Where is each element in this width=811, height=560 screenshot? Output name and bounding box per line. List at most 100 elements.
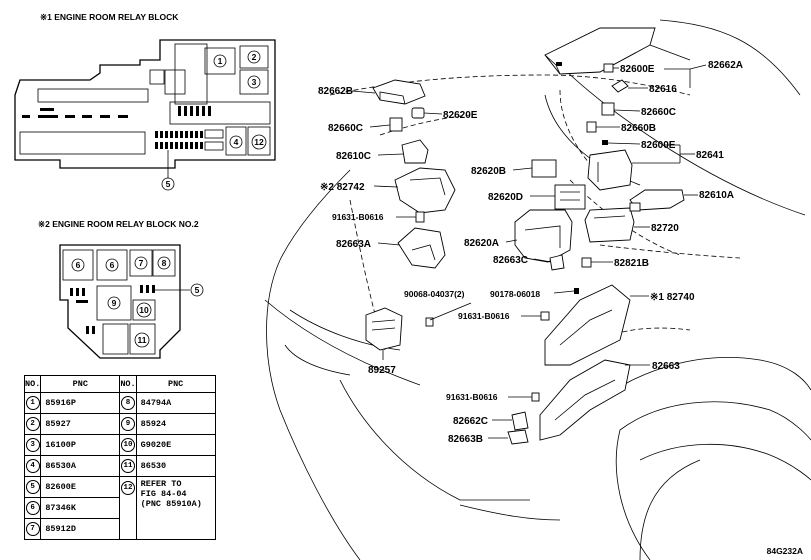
label-82742: ※2 82742 [320, 182, 365, 193]
svg-text:6: 6 [110, 260, 115, 270]
part-82641 [587, 149, 633, 191]
label-82610A: 82610A [699, 190, 734, 201]
label-82620E: 82620E [443, 110, 478, 121]
label-82620A: 82620A [464, 238, 499, 249]
part-82740 [544, 284, 631, 366]
relay2-slot-9: 9 [107, 296, 121, 310]
svg-text:12: 12 [254, 137, 264, 147]
label-82663C: 82663C [493, 255, 528, 266]
part-82720 [584, 207, 635, 243]
label-82610C: 82610C [336, 151, 371, 162]
relay-slot-5-callout: 5 [161, 177, 175, 191]
relay2-slot-7: 7 [134, 256, 148, 270]
table-row: 1 85916P 8 84794A [23, 392, 216, 414]
svg-text:11: 11 [138, 335, 147, 345]
part-82620B [531, 159, 557, 178]
part-82821B [581, 257, 592, 268]
relay2-slot-5-callout: 5 [190, 283, 204, 297]
pnc-table-header: NO. PNC NO. PNC [23, 375, 216, 393]
label-82663A: 82663A [336, 239, 371, 250]
label-82641: 82641 [696, 150, 724, 161]
part-91631-bolt-2 [540, 311, 550, 321]
relay2-slot-8: 8 [157, 256, 171, 270]
part-82616 [611, 79, 629, 93]
label-82660C-left: 82660C [328, 123, 363, 134]
svg-text:3: 3 [252, 77, 257, 87]
relay-block-1-outline [14, 39, 276, 178]
label-82600E-a: 82600E [620, 64, 655, 75]
part-91631-bolt-3 [531, 392, 540, 402]
label-91631-2: 91631-B0616 [458, 311, 510, 321]
label-90178: 90178-06018 [490, 289, 540, 299]
label-82720: 82720 [651, 223, 679, 234]
svg-text:7: 7 [139, 258, 144, 268]
part-90068-bolt [425, 317, 434, 327]
svg-text:1: 1 [218, 56, 223, 66]
table-row: 7 85912D [23, 518, 216, 540]
part-82600E-b [602, 140, 608, 145]
relay2-slot-6b: 6 [105, 258, 119, 272]
label-91631-1: 91631-B0616 [332, 212, 384, 222]
pnc-table: NO. PNC NO. PNC 1 85916P 8 84794A 2 8592… [23, 375, 216, 540]
relay-block-2-title: ※2 ENGINE ROOM RELAY BLOCK NO.2 [38, 219, 199, 229]
table-row: 3 16100P 10 G9020E [23, 434, 216, 456]
part-82620D [554, 184, 586, 210]
part-82662C [511, 411, 529, 431]
part-82620A [514, 209, 573, 263]
part-90178-bolt [574, 288, 579, 294]
label-82620D: 82620D [488, 192, 523, 203]
part-82600E-a [603, 63, 614, 73]
table-row: 5 82600E 12 REFER TO FIG 84-04 (PNC 8591… [23, 476, 216, 540]
label-82662A: 82662A [708, 60, 743, 71]
label-82663: 82663 [652, 361, 680, 372]
label-91631-3: 91631-B0616 [446, 392, 498, 402]
relay2-slot-11: 11 [134, 332, 150, 348]
part-82742 [394, 167, 456, 214]
part-82660C-left [389, 117, 403, 132]
label-82660C-right: 82660C [641, 107, 676, 118]
relay-slot-12: 12 [251, 134, 267, 150]
relay-slot-3: 3 [247, 75, 261, 89]
part-82662B [372, 79, 426, 105]
diagram-code: 84G232A [766, 546, 803, 556]
svg-text:9: 9 [112, 298, 117, 308]
label-82821B: 82821B [614, 258, 649, 269]
table-row: 4 86530A 11 86530 [23, 455, 216, 477]
part-82663 [539, 359, 631, 441]
part-82620E [411, 107, 425, 119]
relay-slot-4: 4 [229, 135, 243, 149]
part-89257 [365, 307, 403, 351]
part-82663C [549, 254, 565, 271]
label-82660B: 82660B [621, 123, 656, 134]
svg-text:4: 4 [234, 137, 239, 147]
leader-lines [351, 44, 707, 439]
part-labels: 82662B 82620E 82660C 82610C ※2 82742 916… [318, 60, 743, 445]
relay-block-2-outline [59, 244, 190, 359]
relay-slot-1: 1 [213, 54, 227, 68]
relay2-slot-10: 10 [136, 302, 152, 318]
part-82610A [629, 189, 685, 212]
label-82616: 82616 [649, 84, 677, 95]
part-82610C [401, 139, 429, 164]
label-82662C: 82662C [453, 416, 488, 427]
svg-text:8: 8 [162, 258, 167, 268]
label-90068: 90068-04037(2) [404, 289, 465, 299]
table-row: 2 85927 9 85924 [23, 413, 216, 435]
svg-text:5: 5 [166, 179, 171, 189]
label-82620B: 82620B [471, 166, 506, 177]
label-82600E-b: 82600E [641, 140, 676, 151]
part-82663A [397, 227, 446, 269]
svg-text:10: 10 [139, 305, 149, 315]
part-91631-bolt-1 [415, 211, 425, 223]
svg-text:5: 5 [195, 285, 200, 295]
svg-text:2: 2 [252, 52, 257, 62]
relay-slot-2: 2 [247, 50, 261, 64]
relay-block-1-title: ※1 ENGINE ROOM RELAY BLOCK [40, 12, 179, 22]
label-82663B: 82663B [448, 434, 483, 445]
part-82660C-right [601, 102, 615, 116]
label-89257: 89257 [368, 365, 396, 376]
label-82662B: 82662B [318, 86, 353, 97]
part-82663B [507, 429, 529, 445]
part-82660B [586, 121, 597, 133]
